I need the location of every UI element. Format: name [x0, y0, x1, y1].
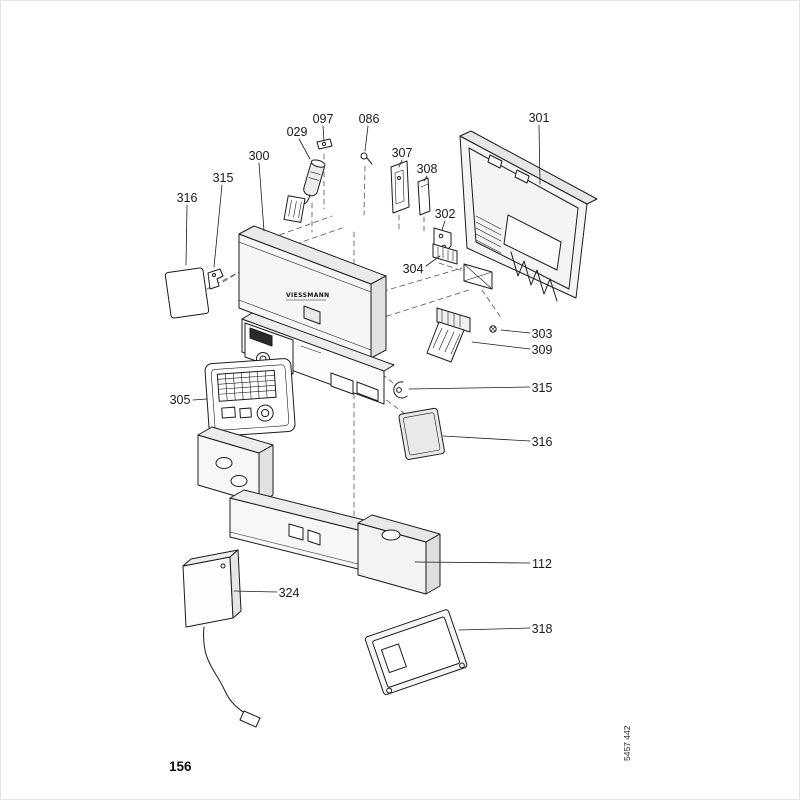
part-label-316-left: 316 [176, 191, 198, 205]
cover-316a [164, 267, 210, 319]
part-label-086: 086 [358, 112, 380, 126]
part-label-318: 318 [531, 622, 553, 636]
document-code: 5457 442 [622, 725, 632, 761]
vent-slats [475, 215, 502, 254]
screw-303 [489, 325, 497, 333]
connector-304 [432, 243, 493, 290]
part-label-029: 029 [286, 125, 308, 139]
part-label-324: 324 [278, 586, 300, 600]
cable-harness-309 [426, 307, 471, 363]
spring-contact [510, 251, 558, 302]
sensor-324 [182, 549, 261, 728]
part-label-316-right: 316 [531, 435, 553, 449]
part-label-307: 307 [391, 146, 413, 160]
cover-316b [398, 407, 445, 460]
part-label-097: 097 [312, 112, 334, 126]
front-panel-300: VIESSMANN [238, 225, 387, 359]
svg-text:VIESSMANN: VIESSMANN [286, 292, 330, 299]
clip-315b [393, 381, 408, 399]
screw-086 [360, 152, 373, 165]
bracket-307 [390, 160, 410, 214]
bracket-308 [417, 177, 431, 216]
part-label-304: 304 [402, 262, 424, 276]
part-label-315-right: 315 [531, 381, 553, 395]
part-label-308: 308 [416, 162, 438, 176]
viessmann-logo: VIESSMANN [285, 292, 330, 301]
clip-097 [316, 138, 333, 150]
clip-315a [207, 268, 224, 290]
part-label-302: 302 [434, 207, 456, 221]
rear-panel-301 [459, 130, 598, 302]
control-unit-305 [204, 358, 296, 438]
part-label-309: 309 [531, 343, 553, 357]
module-318 [364, 609, 468, 695]
page-number: 156 [169, 759, 192, 774]
part-label-305: 305 [169, 393, 191, 407]
sensor-029 [283, 159, 326, 223]
part-label-300: 300 [248, 149, 270, 163]
base-assembly-112 [197, 426, 441, 595]
part-label-301: 301 [528, 111, 550, 125]
part-label-303: 303 [531, 327, 553, 341]
part-label-315-left: 315 [212, 171, 234, 185]
leader-lines [185, 124, 541, 631]
part-label-112: 112 [532, 557, 552, 571]
